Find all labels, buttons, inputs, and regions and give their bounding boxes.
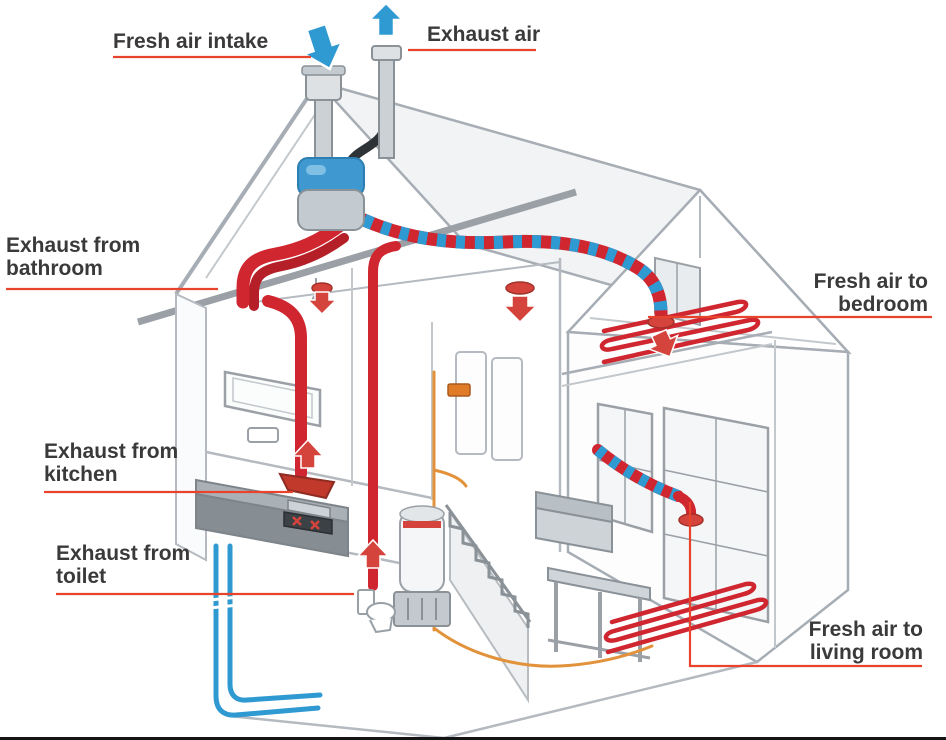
fresh-air-down-arrow-icon xyxy=(300,22,345,71)
duct-network xyxy=(208,213,769,718)
walls-and-floors xyxy=(175,258,850,740)
label-fresh-air-living-room: Fresh air to living room xyxy=(808,618,923,665)
bathroom-sink xyxy=(247,427,279,443)
leader-lines xyxy=(6,48,932,668)
exhaust-duct-kitchen xyxy=(262,295,307,480)
table xyxy=(547,566,651,602)
furniture xyxy=(195,278,651,704)
exhaust-air-up-arrow-icon xyxy=(365,1,407,38)
intake-stack xyxy=(314,97,333,163)
kitchen-sink xyxy=(287,499,331,519)
red-arrow-down-icon xyxy=(306,291,338,316)
roof-cut-beam xyxy=(137,188,577,326)
label-exhaust-toilet: Exhaust from toilet xyxy=(56,542,191,589)
red-arrow-up-icon xyxy=(291,438,325,469)
vents-and-arrows xyxy=(291,281,704,569)
exhaust-duct-toilet xyxy=(368,241,401,591)
air-arrows xyxy=(300,1,407,71)
label-exhaust-bathroom: Exhaust from bathroom xyxy=(6,234,141,281)
bottom-border xyxy=(0,737,946,740)
blue-pipe xyxy=(227,543,323,703)
equipment xyxy=(278,45,451,634)
supply-duct-living xyxy=(592,444,684,502)
leader-fresh-living xyxy=(688,502,922,668)
ceiling-vent xyxy=(505,281,535,295)
label-fresh-air-intake: Fresh air intake xyxy=(113,30,269,53)
exhaust-duct-bathroom xyxy=(249,233,349,311)
label-fresh-air-bedroom: Fresh air to bedroom xyxy=(813,270,928,317)
interior-door xyxy=(491,357,523,461)
exhaust-stack xyxy=(378,57,395,159)
left-rafter xyxy=(174,80,320,296)
red-arrow-down-icon xyxy=(502,295,538,324)
interior-door xyxy=(455,351,487,455)
label-exhaust-air: Exhaust air xyxy=(427,23,541,46)
red-arrow-up-icon xyxy=(356,538,390,569)
kitchen-hood xyxy=(278,472,336,500)
bedroom-floor-coil xyxy=(599,299,761,365)
blue-pipe xyxy=(213,543,321,718)
living-floor-coil xyxy=(603,581,769,655)
cooktop xyxy=(283,511,333,535)
red-arrow-down-icon xyxy=(646,328,679,358)
label-exhaust-kitchen: Exhaust from kitchen xyxy=(44,440,179,487)
